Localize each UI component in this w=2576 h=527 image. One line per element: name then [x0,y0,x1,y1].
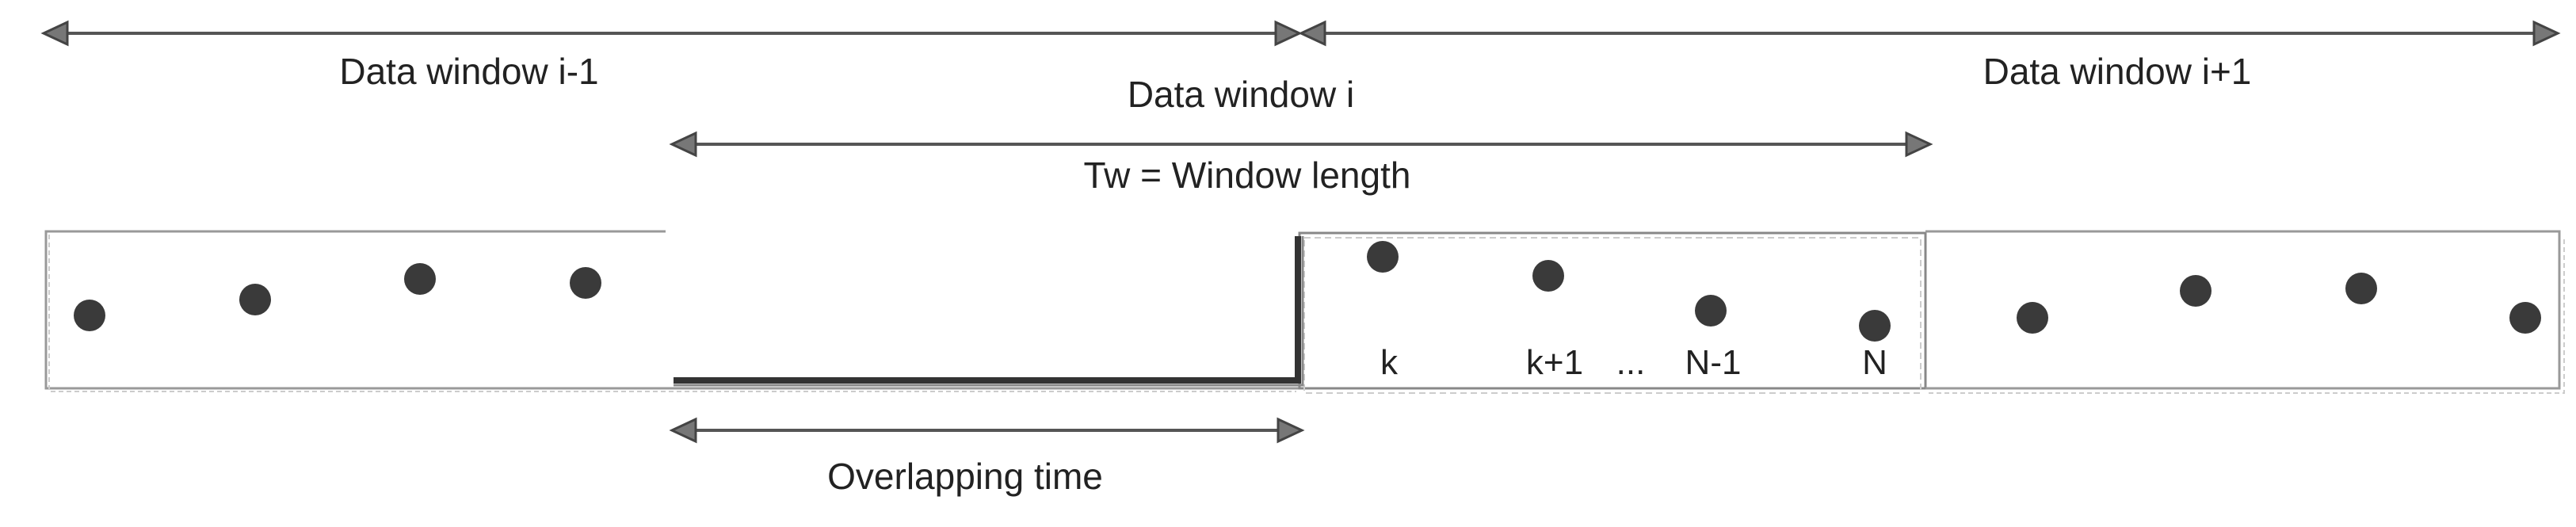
data-point-k [1367,241,1399,273]
label-window-prev: Data window i-1 [339,51,598,92]
label-window-length: Tw = Window length [1084,155,1411,196]
label-window-next: Data window i+1 [1983,51,2252,92]
data-point-n1 [1695,295,1727,327]
data-points [74,241,2541,342]
arrow-window-prev [40,20,1303,47]
data-point-n [1859,310,1891,342]
label-overlap: Overlapping time [827,456,1103,497]
sample-label: N-1 [1685,343,1742,382]
data-point-k1 [1532,260,1564,292]
sample-labels: k k+1 ... N-1 N [1380,343,1887,382]
data-point [239,284,271,315]
sample-label: N [1862,343,1887,382]
arrow-window-next [1298,20,2561,47]
label-window-cur: Data window i [1128,74,1354,115]
sample-label: ... [1616,343,1646,382]
data-point [2017,302,2048,334]
data-point [404,263,436,295]
data-point [74,300,105,331]
overlap-region [674,236,1304,387]
sample-label: k [1380,343,1399,382]
data-point [2180,275,2212,307]
data-strip [44,230,2565,394]
arrow-overlap [669,417,1305,444]
data-point [2509,302,2541,334]
arrow-window-length [669,131,1933,158]
sample-label: k+1 [1526,343,1583,382]
data-point [570,267,601,299]
data-point [2345,273,2377,304]
